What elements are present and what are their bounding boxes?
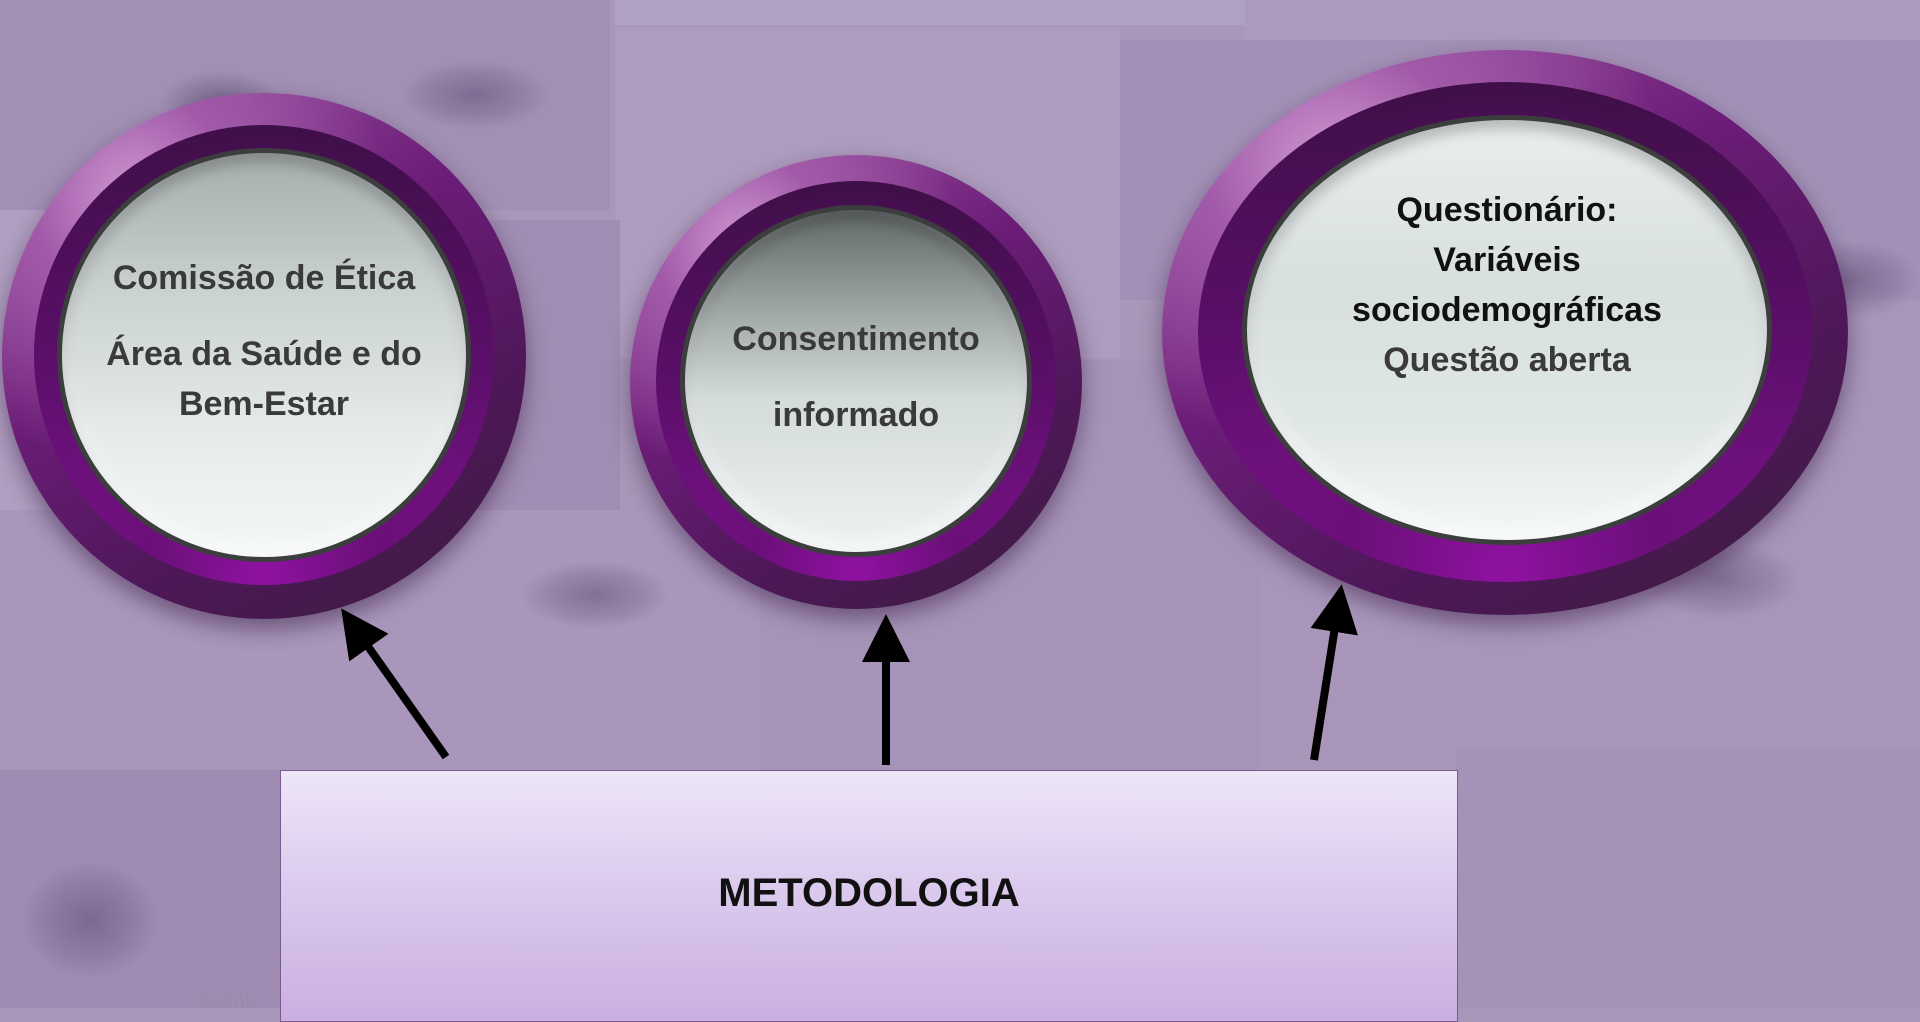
questionnaire-circle: Questionário: Variáveis sociodemográfica…	[1162, 50, 1848, 615]
label-line: Questão aberta	[1383, 341, 1631, 379]
arrow-to-ethics	[341, 608, 450, 760]
footer-text: Coimb	[198, 990, 256, 1012]
background-tile	[1245, 0, 1920, 40]
circle-face: Questionário: Variáveis sociodemográfica…	[1242, 115, 1772, 545]
informed-consent-circle: Consentimento informado	[630, 155, 1082, 609]
circle-face: Consentimento informado	[680, 205, 1032, 557]
ethics-committee-circle: Comissão de Ética Área da Saúde e do Bem…	[2, 93, 526, 619]
label-line: Área da Saúde e do	[106, 335, 422, 373]
label-line: sociodemográficas	[1352, 291, 1662, 329]
eye-shadow	[520, 560, 670, 630]
methodology-title: METODOLOGIA	[718, 871, 1020, 915]
eye-shadow	[400, 60, 550, 130]
background-tile	[615, 0, 1245, 25]
questionnaire-label: Questionário: Variáveis sociodemográfica…	[1247, 185, 1767, 385]
methodology-box: METODOLOGIA	[280, 770, 1458, 1022]
label-line: Bem-Estar	[178, 385, 350, 423]
background-tile	[0, 770, 280, 1008]
eye-shadow	[20, 860, 160, 980]
ethics-committee-label: Comissão de Ética Área da Saúde e do Bem…	[62, 253, 466, 429]
label-line: informado	[772, 396, 940, 434]
informed-consent-label: Consentimento informado	[685, 314, 1027, 440]
circle-face: Comissão de Ética Área da Saúde e do Bem…	[57, 148, 471, 562]
arrow-to-questionnaire	[1310, 584, 1358, 761]
label-line: Consentimento	[732, 320, 980, 358]
label-line: Questionário:	[1396, 191, 1618, 229]
background-tile	[1456, 750, 1920, 1008]
label-line: Comissão de Ética	[112, 259, 416, 297]
label-line: Variáveis	[1433, 241, 1581, 279]
